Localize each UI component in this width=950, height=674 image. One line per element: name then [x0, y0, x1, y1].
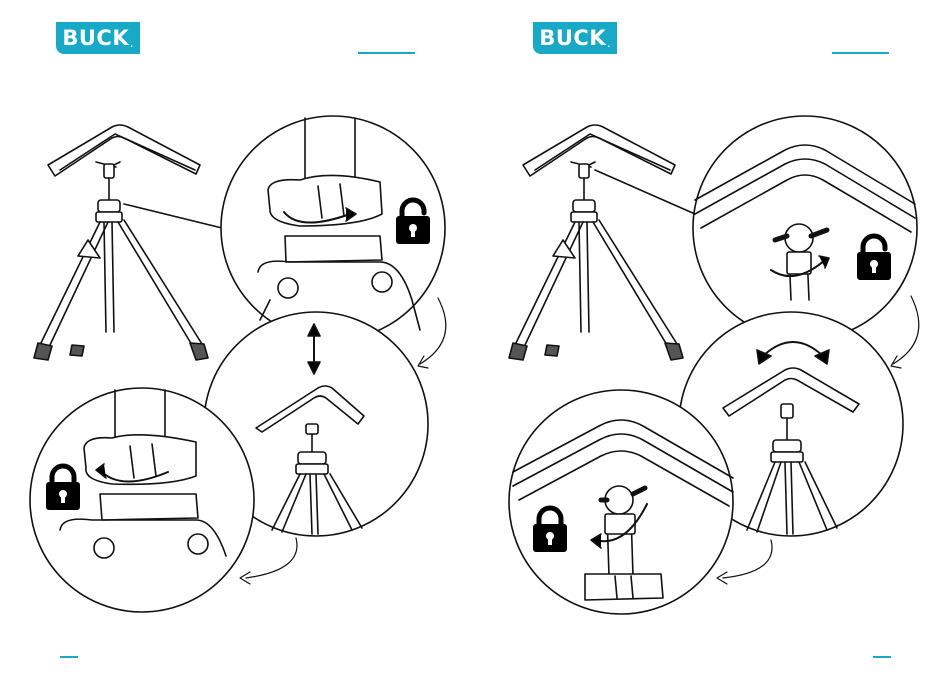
right-page: BUCK.	[475, 0, 950, 674]
step-lock-circle	[509, 390, 733, 614]
left-page: BUCK.	[0, 0, 475, 674]
curved-arrow-icon	[420, 298, 446, 364]
right-illustration	[475, 0, 950, 674]
left-illustration	[0, 0, 475, 674]
curved-arrow-icon	[893, 296, 919, 364]
curved-arrow-icon	[246, 538, 297, 578]
curved-arrow-icon	[723, 540, 772, 578]
step-lock-circle	[30, 388, 254, 612]
tripod-stand-illustration	[34, 125, 222, 360]
tripod-stand-illustration	[509, 125, 695, 360]
step-unlock-circle	[221, 116, 445, 340]
step-unlock-circle	[693, 116, 917, 340]
